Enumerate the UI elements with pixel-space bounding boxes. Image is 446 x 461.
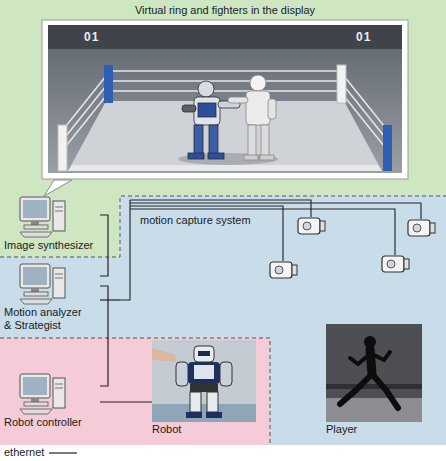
region-border	[0, 338, 270, 445]
computer-icon	[18, 372, 68, 416]
ethernet-cable	[100, 286, 108, 386]
ethernet-cable	[100, 215, 108, 276]
player-photo	[326, 324, 422, 422]
node-label: motion capture system	[140, 214, 251, 227]
robot-photo-node: Robot	[152, 340, 256, 436]
computer-node: Motion analyzer & Strategist	[4, 262, 100, 332]
blue-region	[0, 196, 446, 445]
legend-text: ethernet	[4, 446, 44, 459]
computer-node: Image synthesizer	[4, 195, 100, 252]
node-label: Robot controller	[4, 416, 82, 429]
ethernet-cable	[100, 299, 120, 300]
score-digits: 01	[356, 30, 371, 44]
legend-line-sample	[49, 449, 79, 457]
display-callout: Virtual ring and fighters in the display	[38, 3, 412, 181]
node-label: Robot	[152, 423, 256, 436]
ethernet-cable	[100, 401, 152, 402]
computer-icon	[18, 195, 68, 239]
player-photo-node: Player	[326, 324, 422, 436]
node-label: Virtual ring and fighters in the display	[38, 3, 412, 19]
computer-icon	[18, 262, 68, 306]
callout-tail	[44, 180, 72, 196]
node-label: Motion analyzer & Strategist	[4, 306, 90, 332]
computer-node: Robot controller	[4, 372, 100, 429]
robot-photo	[152, 340, 256, 422]
legend-entry: ethernet	[4, 446, 79, 459]
camera-group: motion capture system	[120, 198, 440, 314]
score-digits: 01	[84, 30, 99, 44]
node-label: Image synthesizer	[4, 239, 93, 252]
node-label: Player	[326, 423, 422, 436]
pink-region	[0, 338, 270, 445]
region-border	[0, 196, 446, 257]
